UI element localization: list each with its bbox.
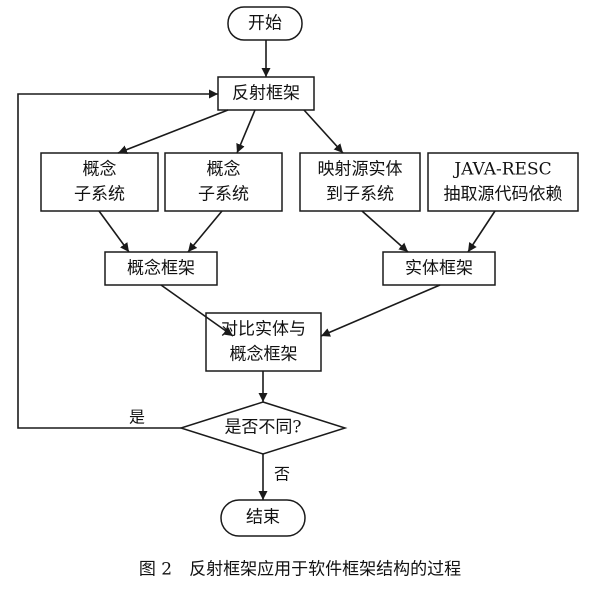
concept-subsystem-node-2: 概念 子系统: [164, 152, 283, 212]
compare-node: 对比实体与 概念框架: [205, 312, 322, 372]
arrow-concept-subsystem-2-to-concept-framework: [187, 210, 223, 253]
map-source-entity-line-1: 映射源实体: [318, 160, 403, 180]
yes-label: 是: [129, 408, 145, 427]
map-source-entity-node: 映射源实体 到子系统: [299, 152, 421, 212]
no-label: 否: [274, 465, 290, 484]
figure-caption: 图 2 反射框架应用于软件框架结构的过程: [139, 560, 461, 580]
concept-subsystem-2-line-1: 概念: [207, 159, 241, 180]
arrow-reflection-to-concept-subsystem-1: [117, 109, 229, 154]
entity-framework-node: 实体框架: [382, 251, 496, 286]
compare-line-1: 对比实体与: [221, 320, 306, 340]
concept-subsystem-1-line-1: 概念: [83, 159, 117, 180]
java-resc-line-1: JAVA-RESC: [452, 160, 551, 180]
concept-subsystem-2-line-2: 子系统: [198, 185, 249, 205]
arrow-reflection-to-map-source-entity: [303, 109, 344, 154]
concept-framework-label: 概念框架: [127, 258, 195, 279]
concept-subsystem-node-1: 概念 子系统: [40, 152, 159, 212]
end-label: 结束: [246, 508, 280, 528]
map-source-entity-line-2: 到子系统: [326, 185, 394, 205]
concept-subsystem-1-line-2: 子系统: [74, 185, 125, 205]
arrow-concept-subsystem-1-to-concept-framework: [98, 210, 130, 253]
arrow-java-resc-to-entity-framework: [467, 210, 496, 253]
reflection-framework-label: 反射框架: [232, 84, 300, 104]
java-resc-node: JAVA-RESC 抽取源代码依赖: [427, 152, 579, 212]
arrow-concept-framework-to-compare: [160, 284, 234, 337]
java-resc-line-2: 抽取源代码依赖: [444, 185, 563, 205]
decision-node: 是否不同?: [178, 401, 348, 455]
arrow-entity-framework-to-compare: [320, 284, 441, 337]
concept-framework-node: 概念框架: [104, 251, 218, 286]
start-node: 开始: [227, 6, 303, 41]
decision-label: 是否不同?: [224, 418, 301, 438]
start-label: 开始: [248, 14, 282, 34]
arrow-decision-yes-loop-to-reflection: [17, 89, 218, 429]
end-node: 结束: [220, 499, 306, 537]
compare-line-2: 概念框架: [230, 344, 298, 365]
arrow-map-source-entity-to-entity-framework: [361, 210, 409, 253]
reflection-framework-node: 反射框架: [217, 76, 315, 111]
arrow-reflection-to-concept-subsystem-2: [236, 109, 256, 154]
entity-framework-label: 实体框架: [405, 259, 473, 279]
